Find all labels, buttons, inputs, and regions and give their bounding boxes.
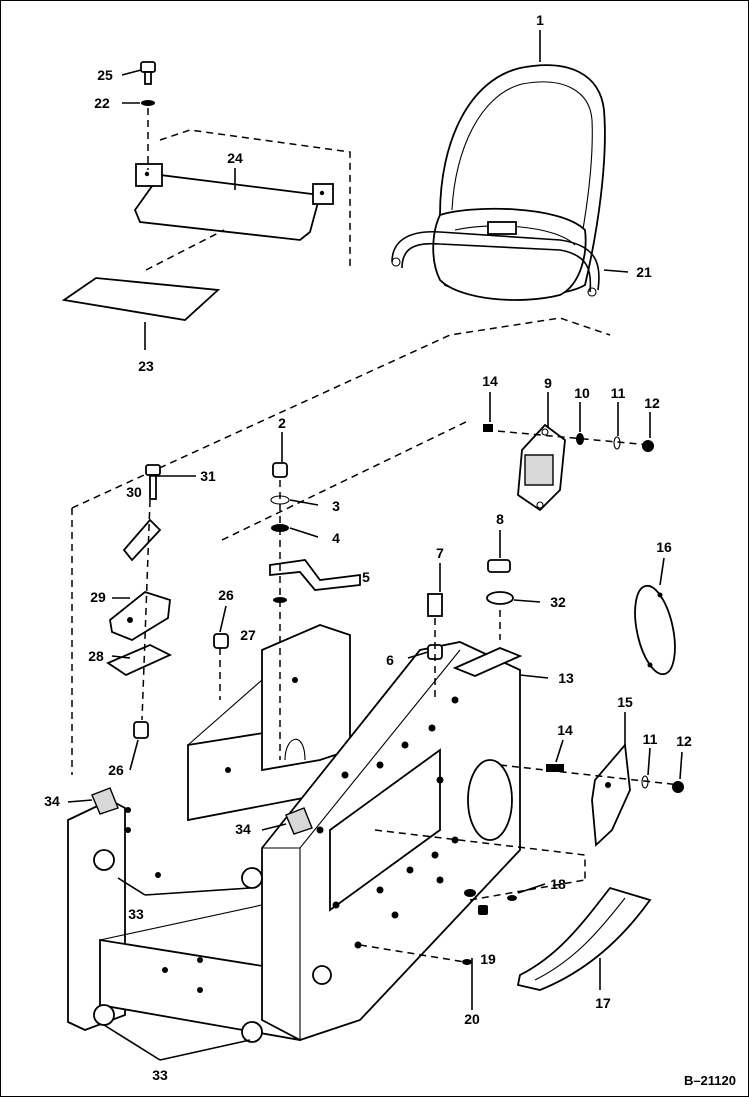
callout-7: 7	[436, 545, 444, 561]
callout-27: 27	[240, 627, 256, 643]
callout-11-top: 11	[611, 385, 626, 401]
frame-holes	[125, 677, 459, 993]
mount-ring-parts	[93, 849, 332, 1043]
callout-30: 30	[126, 484, 142, 500]
callout-1: 1	[536, 12, 544, 28]
callout-23: 23	[138, 358, 154, 374]
reference-code: B–21120	[684, 1073, 736, 1088]
callout-2: 2	[278, 415, 286, 431]
cover-dashed-outline	[145, 129, 351, 271]
curved-channel-part	[516, 886, 652, 991]
callout-6: 6	[386, 652, 394, 668]
main-frame-part	[67, 624, 523, 1042]
small-hardware-18-20	[359, 829, 586, 965]
callout-3: 3	[332, 498, 340, 514]
callout-22: 22	[94, 95, 110, 111]
callout-21: 21	[636, 264, 652, 280]
callout-17: 17	[595, 995, 611, 1011]
small-hardware-left	[106, 464, 229, 739]
callout-29: 29	[90, 589, 106, 605]
callout-16: 16	[656, 539, 672, 555]
callout-24: 24	[227, 150, 243, 166]
callout-8: 8	[496, 511, 504, 527]
cover-plate-part	[133, 163, 334, 241]
callout-labels: 1 2 3 4 5 6 7 8 9 10 11 11 12 12 13 14 1…	[44, 12, 692, 1083]
callout-33-lower: 33	[152, 1067, 168, 1083]
callout-14-lower: 14	[557, 722, 573, 738]
callout-14-top: 14	[482, 373, 498, 389]
callout-9: 9	[544, 375, 552, 391]
bolt-part	[140, 61, 156, 170]
small-hardware-center	[269, 462, 361, 760]
callout-4: 4	[332, 530, 340, 546]
callout-15: 15	[617, 694, 633, 710]
pad-part	[61, 277, 221, 321]
callout-31: 31	[200, 468, 216, 484]
callout-26-lower: 26	[108, 762, 124, 778]
callout-18: 18	[550, 876, 566, 892]
small-hardware-7-6	[427, 593, 443, 700]
callout-11-lower: 11	[643, 731, 658, 747]
mount-pad-parts	[91, 787, 313, 835]
callout-20: 20	[464, 1011, 480, 1027]
callout-25: 25	[97, 67, 113, 83]
side-bracket-part	[499, 742, 684, 847]
callout-12-top: 12	[644, 395, 660, 411]
callout-19: 19	[480, 951, 496, 967]
seat-part	[432, 64, 606, 301]
relay-bracket-part	[483, 423, 654, 512]
frame-dashed-outline	[71, 317, 611, 775]
small-hardware-8-32	[486, 559, 514, 640]
callout-10: 10	[574, 385, 590, 401]
callout-32: 32	[550, 594, 566, 610]
seat-bar-part	[391, 230, 600, 297]
leader-lines	[67, 30, 683, 1061]
callout-26-upper: 26	[218, 587, 234, 603]
callout-33-upper: 33	[128, 906, 144, 922]
callout-34-center: 34	[235, 821, 251, 837]
oval-cover-part	[634, 584, 676, 676]
callout-13: 13	[558, 670, 574, 686]
callout-28: 28	[88, 648, 104, 664]
callout-5: 5	[362, 569, 370, 585]
callout-12-lower: 12	[676, 733, 692, 749]
callout-34-left: 34	[44, 793, 60, 809]
